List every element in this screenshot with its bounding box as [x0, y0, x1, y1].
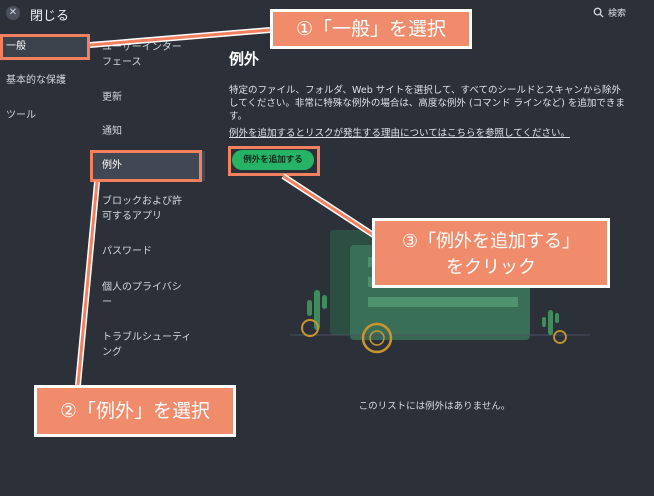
- tumbleweed-icon: [301, 319, 319, 337]
- close-icon[interactable]: ✕: [6, 6, 20, 20]
- submenu-item-notifications[interactable]: 通知: [102, 126, 122, 137]
- connector-step3: [282, 174, 379, 240]
- sidebar-item-basic-protection[interactable]: 基本的な保護: [6, 75, 66, 86]
- close-label[interactable]: 閉じる: [30, 9, 70, 24]
- submenu-item-privacy[interactable]: 個人のプライバシ ー: [102, 282, 182, 308]
- submenu-item-troubleshooting[interactable]: トラブルシューティ ング: [102, 332, 192, 358]
- connector-step2: [76, 181, 99, 386]
- highlight-exceptions: [90, 150, 202, 182]
- tumbleweed-icon: [361, 322, 393, 354]
- sidebar-item-tools[interactable]: ツール: [6, 110, 36, 121]
- tumbleweed-icon: [553, 330, 567, 344]
- empty-list-message: このリストには例外はありません。: [358, 401, 511, 412]
- annotation-step2: ②「例外」を選択: [34, 385, 236, 437]
- search-icon: [593, 7, 604, 18]
- category-sidebar: 一般 基本的な保護 ツール: [0, 28, 90, 496]
- exceptions-panel: 例外 特定のファイル、フォルダ、Web サイトを選択して、すべてのシールドとスキ…: [215, 28, 654, 496]
- cactus-icon: [307, 290, 327, 330]
- exceptions-description: 特定のファイル、フォルダ、Web サイトを選択して、すべてのシールドとスキャンか…: [229, 85, 625, 122]
- search-label: 検索: [607, 9, 626, 19]
- annotation-step3: ③「例外を追加する」 をクリック: [372, 218, 610, 288]
- submenu-item-user-interface[interactable]: ユーザーインター フェース: [102, 42, 182, 68]
- add-exception-button[interactable]: 例外を追加する: [232, 150, 314, 170]
- top-bar: ✕ 閉じる 検索: [0, 0, 654, 28]
- annotation-step1: ①「一般」を選択: [270, 9, 472, 49]
- submenu-item-updates[interactable]: 更新: [102, 92, 122, 103]
- sidebar-item-general[interactable]: 一般: [0, 34, 90, 60]
- annotation-step3-line2: をクリック: [446, 257, 536, 278]
- submenu-item-passwords[interactable]: パスワード: [102, 246, 152, 257]
- submenu-item-blocked-allowed-apps[interactable]: ブロックおよび許 可するアプリ: [102, 196, 182, 222]
- cactus-icon: [542, 310, 559, 335]
- illustration-row: [368, 297, 518, 307]
- page-title: 例外: [229, 50, 260, 68]
- highlight-general: [0, 34, 90, 60]
- risk-info-link[interactable]: 例外を追加するとリスクが発生する理由についてはこちらを参照してください。: [229, 128, 570, 139]
- annotation-step3-line1: ③「例外を追加する」: [401, 231, 581, 252]
- connector-step1: [89, 28, 271, 47]
- submenu-item-exceptions[interactable]: 例外: [90, 151, 205, 181]
- highlight-add-button: [228, 146, 320, 176]
- search-button[interactable]: 検索: [593, 6, 626, 19]
- general-submenu: ユーザーインター フェース 更新 通知 例外 ブロックおよび許 可するアプリ パ…: [90, 28, 215, 496]
